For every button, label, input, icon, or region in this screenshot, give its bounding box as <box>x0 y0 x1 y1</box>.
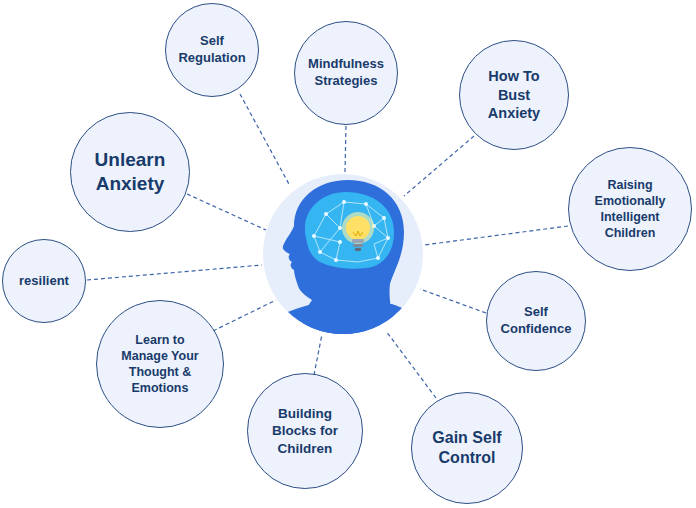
topic-circle: Unlearn Anxiety <box>70 112 190 232</box>
topic-label: Building Blocks for Children <box>260 405 350 457</box>
brain-network <box>314 202 388 262</box>
topic-label: Raising Emotionally Intelligent Children <box>585 177 675 241</box>
topic-circle: Mindfulness Strategies <box>294 21 398 125</box>
leader-line <box>87 265 262 280</box>
topic-circle: How To Bust Anxiety <box>459 40 569 150</box>
topic-circle: Self Regulation <box>165 3 259 97</box>
leader-line <box>386 331 436 398</box>
topic-label: Learn to Manage Your Thought & Emotions <box>113 332 207 396</box>
topic-label: Self Confidence <box>498 304 574 337</box>
leader-line <box>345 126 346 172</box>
topic-label: resilient <box>19 273 69 290</box>
topic-circle: Raising Emotionally Intelligent Children <box>568 147 692 271</box>
topic-label: Self Regulation <box>175 33 249 66</box>
topic-circle: Learn to Manage Your Thought & Emotions <box>96 300 224 428</box>
topic-circle: resilient <box>2 239 86 323</box>
topic-circle: Self Confidence <box>486 271 586 371</box>
topic-circle: Gain Self Control <box>411 392 523 504</box>
leader-line <box>420 289 486 313</box>
topic-label: How To Bust Anxiety <box>475 67 553 123</box>
leader-line <box>213 300 276 331</box>
leader-line <box>187 194 266 230</box>
head-figure <box>258 180 434 340</box>
light-bulb <box>342 212 374 251</box>
topic-label: Gain Self Control <box>422 428 512 469</box>
brain-dots <box>312 200 390 262</box>
leader-line <box>404 136 474 196</box>
leader-line <box>424 226 568 245</box>
topic-label: Unlearn Anxiety <box>82 148 178 197</box>
leader-line <box>240 94 290 186</box>
topic-circle: Building Blocks for Children <box>247 373 363 489</box>
topic-label: Mindfulness Strategies <box>304 56 388 89</box>
shoulders <box>258 304 434 340</box>
leader-line <box>314 334 322 375</box>
brain <box>305 192 394 269</box>
